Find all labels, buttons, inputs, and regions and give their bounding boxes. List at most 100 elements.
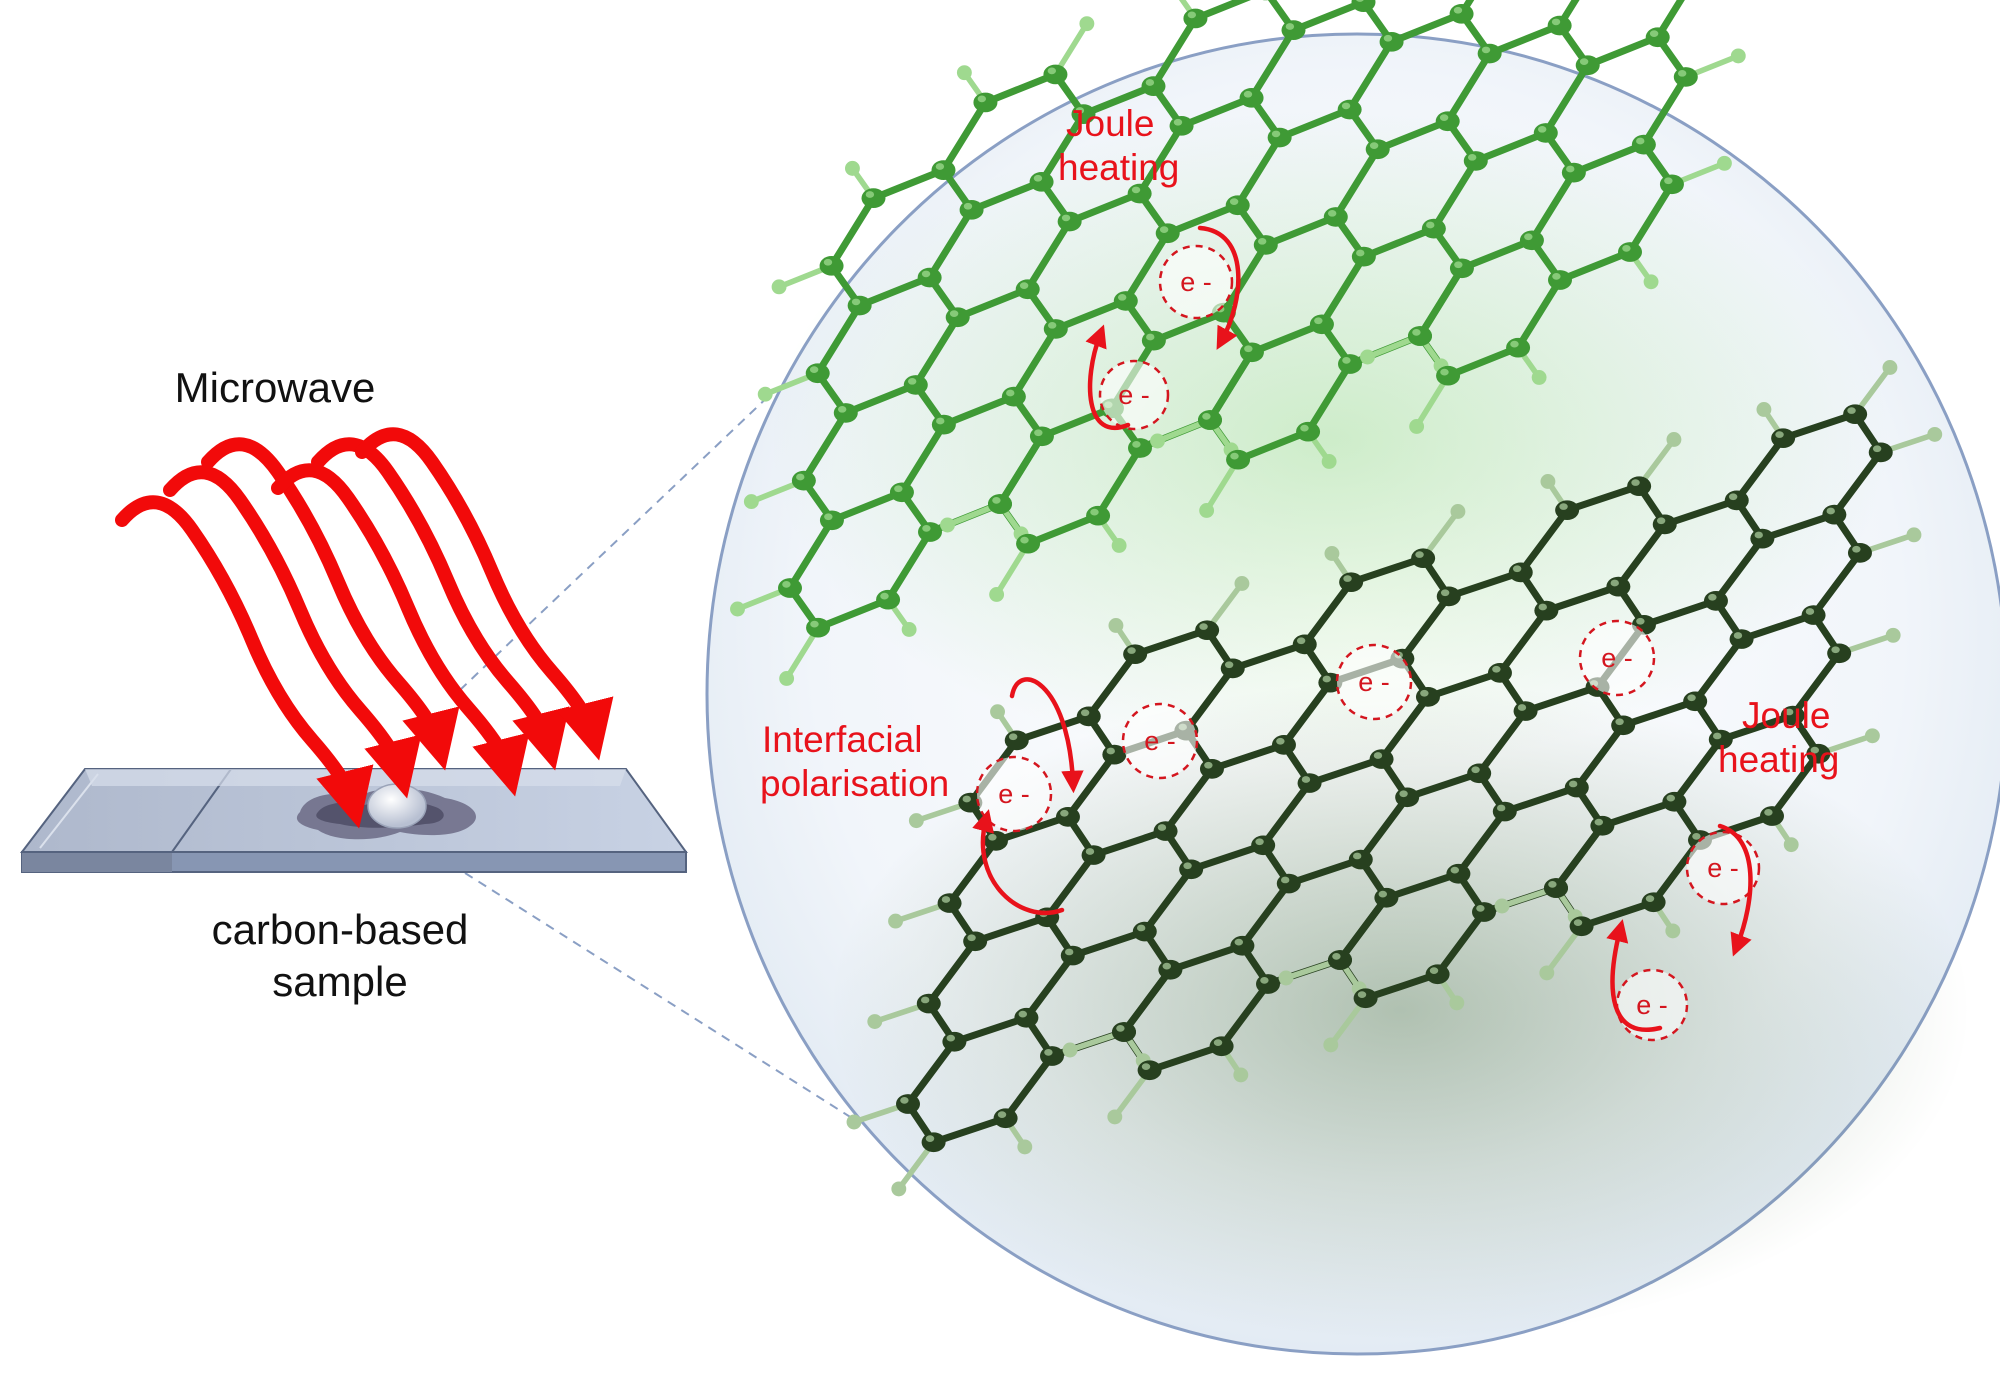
hydrogen-atom xyxy=(1062,1042,1078,1058)
carbon-atom xyxy=(1659,174,1684,195)
carbon-atom xyxy=(1847,543,1872,563)
carbon-bond xyxy=(1475,707,1530,777)
carbon-bond xyxy=(946,837,1000,907)
carbon-atom xyxy=(1662,791,1687,812)
carbon-atom-highlight xyxy=(1352,852,1362,860)
carbon-atom xyxy=(1251,835,1276,856)
carbon-atom-highlight xyxy=(1085,848,1095,855)
hydrogen-atom xyxy=(1360,349,1375,365)
carbon-bond xyxy=(856,274,934,310)
carbon-atom-highlight xyxy=(1033,174,1043,182)
carbon-atom xyxy=(1544,878,1568,898)
hydrogen-atom xyxy=(1409,419,1425,434)
carbon-bond xyxy=(1079,82,1157,118)
carbon-bond xyxy=(1654,0,1685,41)
carbon-atom-highlight xyxy=(1255,838,1264,846)
carbon-atom xyxy=(1256,974,1280,994)
carbon-bond xyxy=(1810,549,1864,619)
carbon-bond xyxy=(814,596,892,632)
carbon-atom-highlight xyxy=(1131,186,1141,194)
carbon-bond xyxy=(1779,410,1859,442)
hydrogen-atom xyxy=(1079,16,1095,32)
carbon-atom-highlight xyxy=(967,934,976,942)
electron-symbol: e - xyxy=(1118,380,1150,410)
carbon-bond xyxy=(1238,880,1293,950)
carbon-bond xyxy=(1640,73,1690,149)
joule-heating-bottom-label: Joule heating xyxy=(1718,694,1839,782)
carbon-atom xyxy=(1226,449,1251,470)
carbon-atom-highlight xyxy=(1872,445,1882,453)
carbon-atom xyxy=(1508,562,1533,583)
carbon-bond xyxy=(1670,736,1725,806)
carbon-atom-highlight xyxy=(1356,0,1364,2)
sample-droplet xyxy=(367,783,427,829)
carbon-bond xyxy=(1248,320,1326,356)
carbon-bond xyxy=(1146,1042,1226,1074)
carbon-atom xyxy=(973,92,998,113)
carbon-atom xyxy=(1506,337,1531,358)
carbon-atom xyxy=(931,414,956,435)
carbon-atom xyxy=(1296,421,1321,442)
sample-label-line2: sample xyxy=(272,958,408,1005)
carbon-atom-highlight xyxy=(1369,142,1379,149)
carbon-atom-highlight xyxy=(1276,737,1285,745)
carbon-atom xyxy=(1843,404,1868,425)
carbon-atom-highlight xyxy=(1450,866,1459,874)
electron-circle-icon: e - xyxy=(1578,619,1656,697)
hydrogen-atom xyxy=(1450,504,1466,519)
carbon-atom-highlight xyxy=(1429,967,1439,974)
carbon-atom xyxy=(1016,533,1041,554)
carbon-bond xyxy=(1043,851,1098,921)
carbon-bond xyxy=(1573,721,1627,792)
carbon-atom-highlight xyxy=(1234,938,1243,946)
carbon-atom-highlight xyxy=(1548,881,1557,888)
carbon-atom-highlight xyxy=(1559,503,1568,510)
hydrogen-atom xyxy=(1927,426,1943,442)
carbon-atom-highlight xyxy=(809,366,819,373)
carbon-bond xyxy=(1563,482,1643,514)
carbon-atom-highlight xyxy=(1492,665,1501,673)
hydrogen-atom xyxy=(989,587,1005,602)
carbon-bond xyxy=(1388,10,1466,46)
carbon-atom xyxy=(918,522,942,542)
carbon-bond xyxy=(1141,865,1195,936)
carbon-atom-highlight xyxy=(1677,69,1687,77)
carbon-atom-highlight xyxy=(997,1111,1007,1118)
hydrogen-atom xyxy=(1150,433,1165,449)
hydrogen-atom xyxy=(1885,627,1901,643)
carbon-atom xyxy=(1729,629,1754,649)
carbon-atom-highlight xyxy=(946,1034,955,1042)
carbon-bond xyxy=(926,206,976,282)
carbon-atom xyxy=(1487,663,1512,683)
carbon-atom-highlight xyxy=(1517,704,1527,711)
carbon-atom-highlight xyxy=(1636,617,1645,625)
hydrogen-atom xyxy=(1539,965,1555,981)
carbon-bond xyxy=(1162,765,1216,835)
carbon-atom xyxy=(805,363,830,384)
carbon-atom-highlight xyxy=(1145,79,1155,86)
carbon-atom-highlight xyxy=(1146,333,1155,341)
carbon-atom-highlight xyxy=(963,202,973,210)
hydrogen-atom xyxy=(1864,728,1880,744)
carbon-atom xyxy=(988,494,1012,514)
electron-symbol: e - xyxy=(998,779,1030,809)
carbon-atom xyxy=(1276,873,1301,894)
top-sheet-glow xyxy=(770,110,1890,770)
electron-symbol: e - xyxy=(1707,853,1739,883)
carbon-atom xyxy=(791,470,816,491)
carbon-bond xyxy=(884,528,934,604)
carbon-bond xyxy=(786,516,836,592)
carbon-atom-highlight xyxy=(1764,809,1773,816)
carbon-atom-highlight xyxy=(1257,237,1267,245)
carbon-atom xyxy=(1750,528,1775,549)
carbon-atom-highlight xyxy=(1645,895,1655,902)
hydrogen-atom xyxy=(845,160,860,176)
carbon-bond xyxy=(904,1038,958,1108)
carbon-atom xyxy=(1004,730,1029,751)
hydrogen-atom xyxy=(1756,402,1772,417)
carbon-atom-highlight xyxy=(907,377,917,385)
carbon-bond xyxy=(1444,50,1494,125)
carbon-atom-highlight xyxy=(988,833,997,841)
carbon-atom-highlight xyxy=(1047,321,1057,329)
